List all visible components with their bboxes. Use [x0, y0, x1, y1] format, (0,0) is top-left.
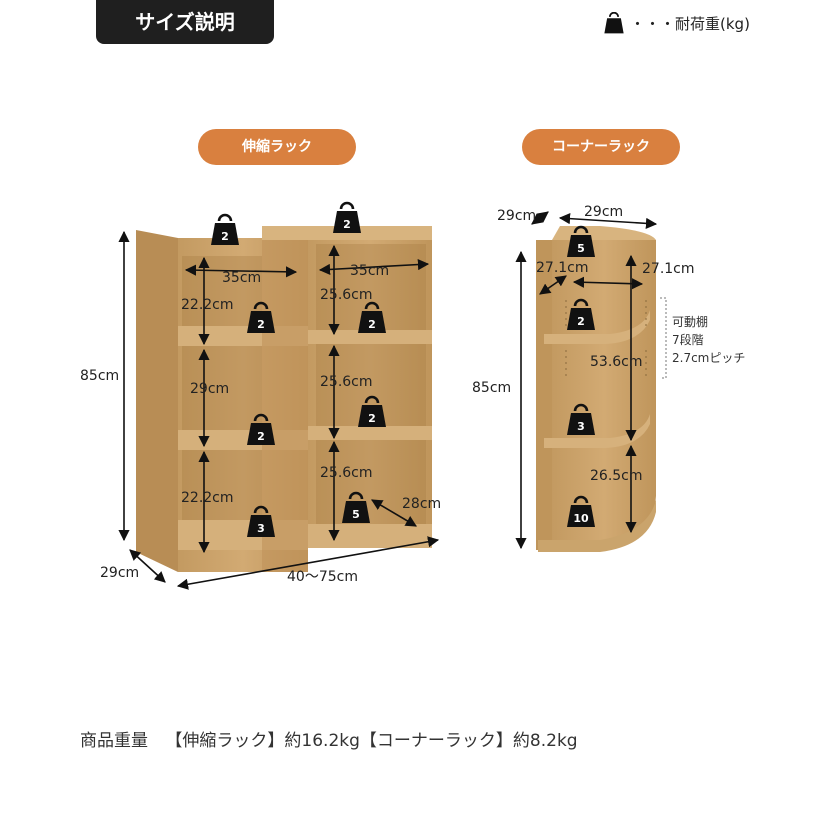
weight-icon: 2	[245, 413, 277, 447]
legend-dots: ・・・	[630, 14, 676, 33]
svg-text:2: 2	[257, 430, 265, 443]
svg-text:2: 2	[257, 318, 265, 331]
svg-text:3: 3	[257, 522, 265, 535]
note-line: 2.7cmピッチ	[672, 351, 746, 365]
legend-label: 耐荷重(kg)	[675, 14, 750, 33]
weight-icon: 3	[565, 403, 597, 437]
weight-icon: 2	[245, 301, 277, 335]
weight-icon: 10	[565, 495, 597, 529]
weight-icon: 2	[209, 213, 241, 247]
weight-icon: 2	[356, 301, 388, 335]
extend-rack-labels: 85cm 29cm 40〜75cm 35cm 35cm 22.2cm 29cm …	[80, 263, 441, 585]
corner-rack-labels: 85cm 29cm 29cm 27.1cm 27.1cm 53.6cm 26.5…	[472, 204, 695, 484]
corner-upper-label: 53.6cm	[590, 354, 643, 370]
product-weight: 商品重量 【伸縮ラック】約16.2kg【コーナーラック】約8.2kg	[80, 726, 578, 751]
svg-text:2: 2	[221, 230, 229, 243]
weight-icon: 2	[565, 298, 597, 332]
weight-icon: 3	[245, 505, 277, 539]
extend-right-row-1-label: 25.6cm	[320, 287, 373, 303]
corner-inner-right-label: 27.1cm	[642, 261, 695, 277]
svg-text:10: 10	[573, 512, 589, 525]
adjustable-shelf-note: 可動棚 7段階 2.7cmピッチ	[672, 313, 745, 367]
extend-inner-depth-label: 28cm	[402, 496, 441, 512]
corner-lower-label: 26.5cm	[590, 468, 643, 484]
extend-depth-label: 29cm	[100, 565, 139, 581]
legend: ・・・ 耐荷重(kg)	[604, 10, 750, 36]
weight-icon: 2	[331, 201, 363, 235]
extend-left-row-2-label: 29cm	[190, 381, 229, 397]
extend-left-row-1-label: 22.2cm	[181, 297, 234, 313]
adjustable-bracket	[660, 297, 667, 379]
extend-right-row-3-label: 25.6cm	[320, 465, 373, 481]
extend-rack-dimension-lines	[118, 230, 440, 590]
note-line: 可動棚	[672, 315, 709, 329]
corner-rack-side	[536, 240, 552, 550]
corner-rack-weights: 5 2 3 10	[565, 225, 597, 529]
extend-rack-side-panel	[136, 230, 178, 572]
weight-icon: 5	[565, 225, 597, 259]
corner-rack-title: コーナーラック	[522, 129, 680, 165]
extend-rack-title: 伸縮ラック	[198, 129, 356, 165]
extend-width-label: 40〜75cm	[287, 569, 358, 585]
page-title: サイズ説明	[96, 0, 274, 44]
product-weight-prefix: 商品重量	[80, 731, 148, 751]
extend-right-row-2-label: 25.6cm	[320, 374, 373, 390]
svg-text:5: 5	[352, 508, 360, 521]
weight-icon: 2	[356, 395, 388, 429]
weight-icon	[604, 12, 624, 34]
corner-height-label: 85cm	[472, 380, 511, 396]
svg-text:2: 2	[368, 318, 376, 331]
extend-height-label: 85cm	[80, 368, 119, 384]
svg-text:2: 2	[577, 315, 585, 328]
extend-cell-width-left-label: 35cm	[222, 270, 261, 286]
corner-width-label: 29cm	[584, 204, 623, 220]
extend-cell-width-right-label: 35cm	[350, 263, 389, 279]
weight-icon: 5	[340, 491, 372, 525]
product-weight-corner: 【コーナーラック】約8.2kg	[359, 731, 578, 751]
svg-text:2: 2	[368, 412, 376, 425]
svg-text:3: 3	[577, 420, 585, 433]
corner-inner-left-label: 27.1cm	[536, 260, 589, 276]
corner-depth-label: 29cm	[497, 208, 536, 224]
extend-left-row-3-label: 22.2cm	[181, 490, 234, 506]
note-line: 7段階	[672, 333, 704, 347]
svg-text:5: 5	[577, 242, 585, 255]
corner-rack-dimension-lines	[515, 211, 658, 550]
svg-text:2: 2	[343, 218, 351, 231]
extend-rack-weights: 2 2 2 2 2 2 3 5	[209, 201, 388, 539]
product-weight-extend: 【伸縮ラック】約16.2kg	[165, 731, 360, 751]
